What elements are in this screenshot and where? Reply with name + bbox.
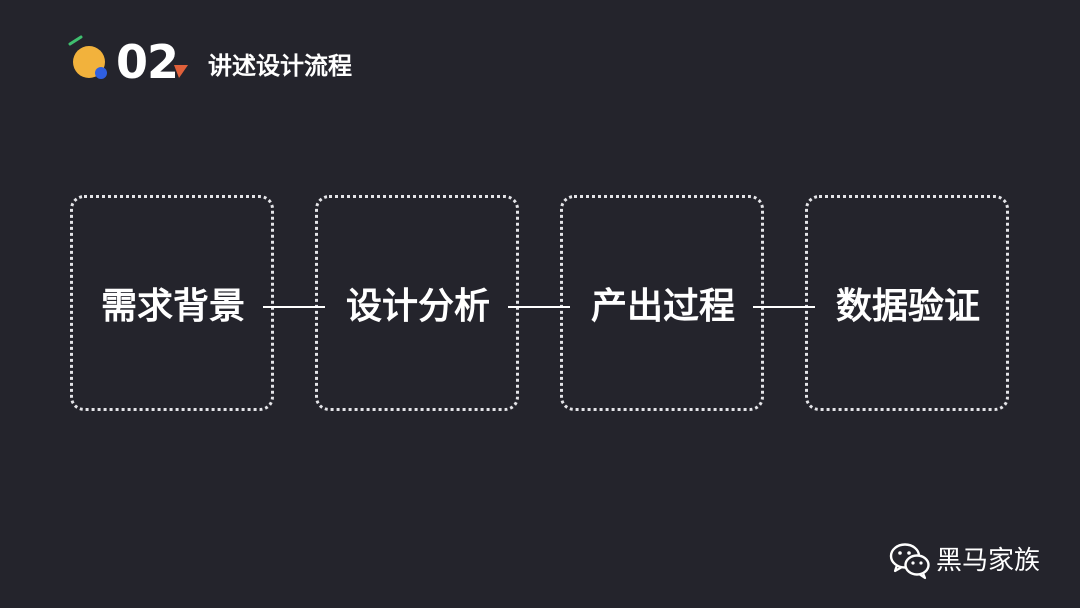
watermark-text: 黑马家族 bbox=[936, 546, 1041, 576]
step-box-3 bbox=[560, 195, 764, 411]
section-title: 讲述设计流程 bbox=[208, 52, 352, 80]
connector-line bbox=[508, 306, 570, 308]
triangle-icon bbox=[174, 65, 188, 78]
section-number: 02 bbox=[116, 35, 179, 89]
watermark: 黑马家族 bbox=[888, 540, 1058, 580]
process-flow: 需求背景 设计分析 产出过程 数据验证 bbox=[70, 195, 1010, 413]
section-header: 02 讲述设计流程 bbox=[66, 34, 396, 90]
wechat-icon bbox=[889, 543, 930, 580]
step-label-4: 数据验证 bbox=[828, 287, 988, 327]
step-box-2 bbox=[315, 195, 519, 411]
connector-line bbox=[263, 306, 325, 308]
step-label-3: 产出过程 bbox=[583, 287, 743, 327]
step-box-1 bbox=[70, 195, 274, 411]
step-label-1: 需求背景 bbox=[93, 287, 253, 327]
step-label-2: 设计分析 bbox=[338, 287, 498, 327]
section-decoration-icon bbox=[68, 35, 107, 79]
step-box-4 bbox=[805, 195, 1009, 411]
connector-line bbox=[753, 306, 815, 308]
